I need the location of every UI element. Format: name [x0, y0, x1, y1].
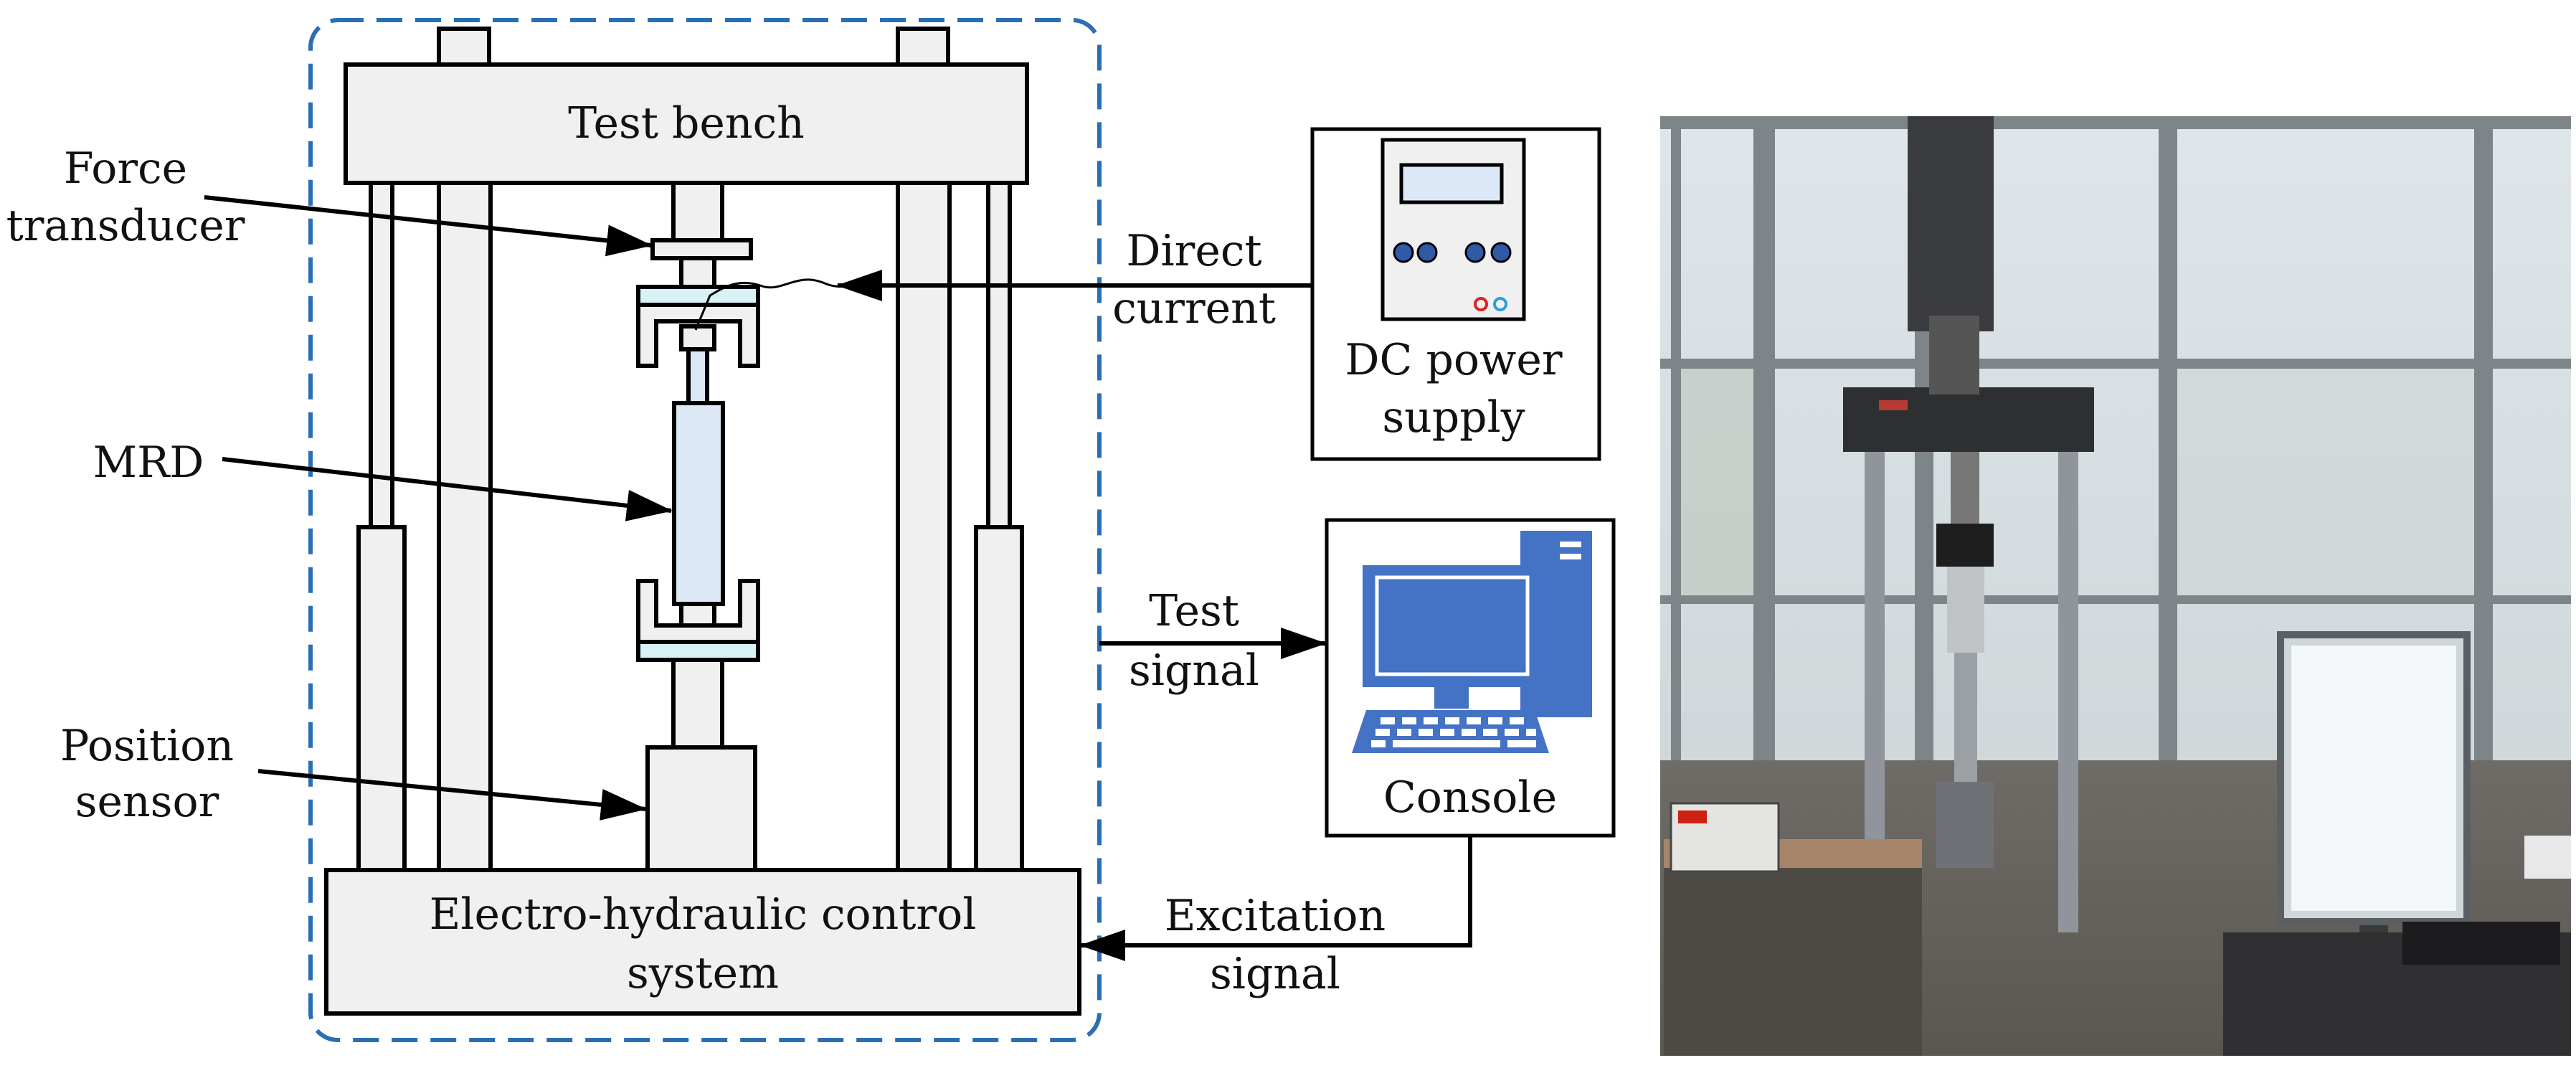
console-label: Console [1383, 772, 1557, 823]
upper-rod-neck [679, 256, 716, 289]
direct-current-label-line1: Direct [1126, 226, 1261, 276]
upper-fixture-pin [679, 324, 716, 351]
thin-column-right-upper [986, 181, 1012, 529]
control-system-label-line2: system [627, 948, 779, 998]
position-sensor-block [645, 745, 757, 873]
force-transducer-label-line2: transducer [6, 201, 245, 251]
force-transducer-arrow [204, 195, 653, 257]
console: Console [1325, 518, 1616, 838]
excitation-signal-label-line1: Excitation [1165, 891, 1386, 941]
test-rig-photo [1660, 116, 2571, 1056]
thin-column-right-lower [974, 525, 1024, 872]
upper-rod [671, 181, 724, 242]
dc-power-label-line2: supply [1382, 392, 1525, 443]
thin-column-left-lower [356, 525, 407, 872]
lower-rod [671, 658, 724, 750]
test-signal-label-line1: Test [1149, 586, 1239, 636]
force-transducer-plate [650, 238, 753, 260]
excitation-signal-label-line2: signal [1210, 949, 1340, 999]
dc-power-label-line1: DC power [1345, 335, 1562, 385]
position-sensor-arrow [257, 769, 647, 821]
test-bench-crosshead [344, 62, 1029, 185]
mrd-cylinder [672, 401, 725, 606]
control-system-label-line1: Electro-hydraulic control [430, 889, 977, 940]
test-signal-label-line2: signal [1129, 646, 1259, 696]
upper-fixture-band [636, 285, 760, 307]
position-sensor-label-line2: sensor [75, 777, 219, 827]
top-nub-left [437, 27, 491, 68]
mrd-piston-rod [686, 347, 709, 405]
direct-current-label-line2: current [1112, 283, 1276, 334]
lower-fixture-pin [679, 602, 716, 628]
dc-power-supply: DC power supply [1310, 127, 1601, 461]
mrd-arrow [222, 457, 673, 521]
test-bench-label: Test bench [568, 98, 805, 148]
lower-fixture-band [636, 640, 760, 662]
force-transducer-label-line1: Force [64, 143, 187, 194]
excitation-signal-arrow [1079, 836, 1472, 961]
dc-power-supply-icon [1381, 138, 1526, 321]
computer-console-icon [1352, 531, 1592, 753]
top-nub-right [896, 27, 950, 68]
main-column-left [437, 181, 493, 872]
electro-hydraulic-control-box [324, 868, 1081, 1016]
position-sensor-label-line1: Position [60, 721, 234, 771]
mrd-label: MRD [93, 438, 204, 488]
upper-fixture-cup [636, 303, 760, 368]
test-machine-schematic: Test bench Electro-hydraulic control sys… [6, 18, 1102, 1042]
test-machine-boundary [308, 18, 1102, 1042]
